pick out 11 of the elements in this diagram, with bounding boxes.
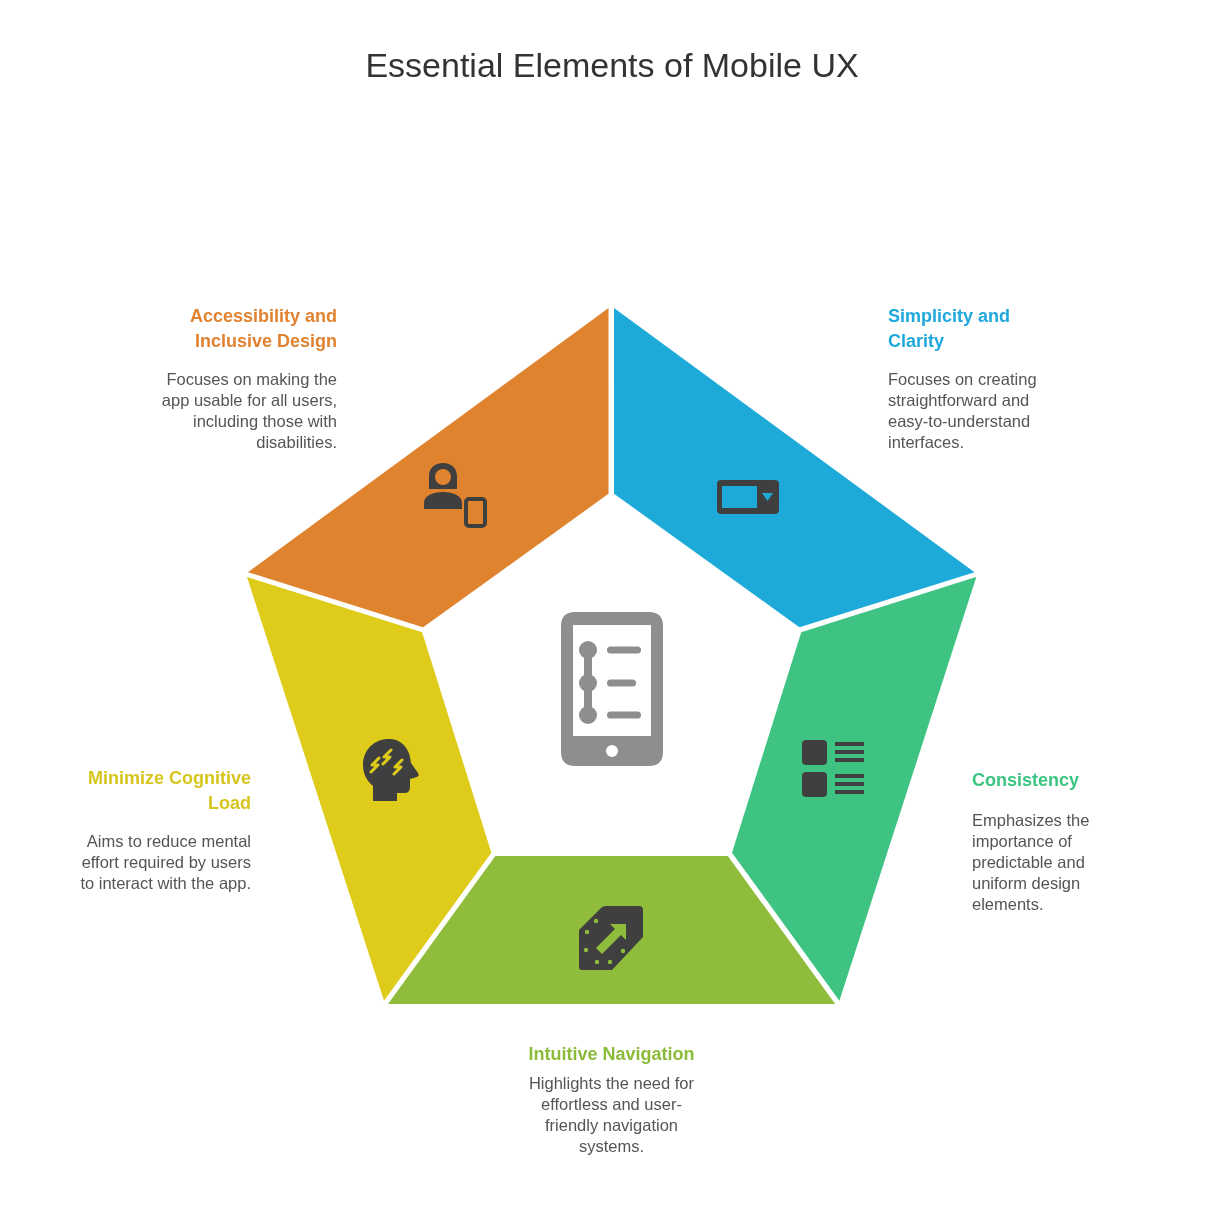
segment-description: Focuses on creating straightforward and easy-to-understand interfaces. [888, 369, 1038, 453]
segment-description: Focuses on making the app usable for all users, including those with disabilities. [160, 369, 337, 453]
segment-heading: Consistency [972, 769, 1081, 792]
segment-heading: Intuitive Navigation [527, 1043, 696, 1066]
segment-description: Emphasizes the importance of predictable and uniform design elements. [972, 810, 1091, 915]
segment-heading: Accessibility and Inclusive Design [188, 305, 337, 353]
segment-heading: Minimize Cognitive Load [87, 767, 251, 815]
segment-description: Highlights the need for effortless and user-friendly navigation systems. [527, 1073, 696, 1157]
segment-description: Aims to reduce mental effort required by users to interact with the app. [79, 831, 251, 894]
segment-heading: Simplicity and Clarity [888, 305, 1012, 353]
diagram-title: Essential Elements of Mobile UX [365, 45, 859, 86]
